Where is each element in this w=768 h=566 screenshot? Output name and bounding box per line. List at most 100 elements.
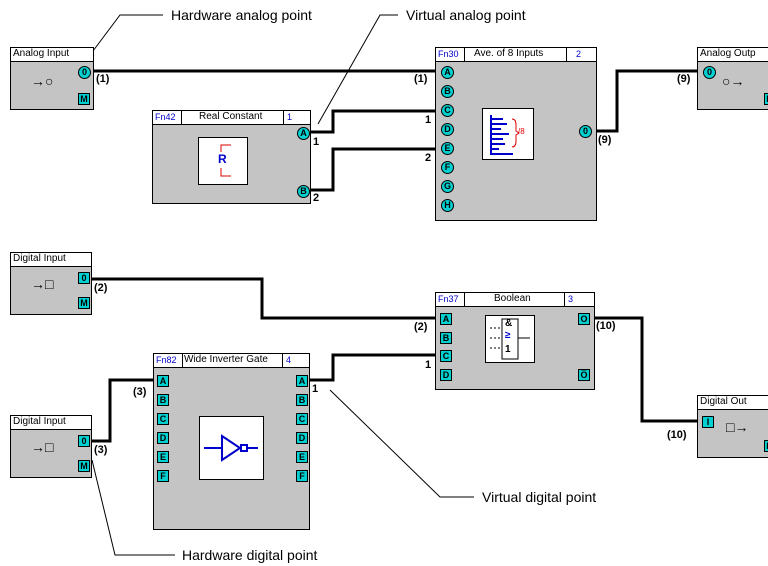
boolean-input-c[interactable]: C	[440, 350, 452, 362]
wire-label-bool-a: (2)	[414, 321, 428, 333]
real-constant-name: Real Constant	[199, 111, 263, 122]
analog-output-port-m[interactable]: M	[764, 93, 768, 105]
digital-input-2-port-0[interactable]: 0	[78, 435, 90, 447]
digital-input-2-title: Digital Input	[11, 416, 91, 430]
boolean-output-o[interactable]: O	[578, 313, 590, 325]
wide-inverter-input-e[interactable]: E	[157, 451, 169, 463]
avg8-input-b[interactable]: B	[441, 85, 454, 98]
boolean-ge-label: ≥	[505, 330, 511, 341]
wide-inverter-output-e[interactable]: E	[296, 451, 308, 463]
wire-label-rc-a: 1	[313, 136, 320, 148]
avg8-input-c[interactable]: C	[441, 104, 454, 117]
analog-input-block[interactable]: Analog Input →○ 0 M	[10, 47, 94, 110]
leader-hw-analog	[83, 14, 163, 64]
boolean-icon: & ≥ 1	[485, 315, 535, 363]
avg8-icon-text: /8	[518, 127, 525, 136]
wide-inverter-icon	[199, 416, 264, 480]
wire-label-do-in: (10)	[667, 429, 687, 441]
wide-inverter-input-c[interactable]: C	[157, 413, 169, 425]
avg8-input-e[interactable]: E	[441, 142, 454, 155]
wire-label-di2-out: (3)	[94, 444, 108, 456]
analog-input-port-0[interactable]: 0	[78, 66, 91, 79]
avg8-block[interactable]: Fn30 Ave. of 8 Inputs 2 A B C D E F G H …	[435, 47, 597, 221]
wide-inverter-name: Wide Inverter Gate	[184, 354, 268, 365]
boolean-input-d[interactable]: D	[440, 369, 452, 381]
wide-inverter-block[interactable]: Fn82 Wide Inverter Gate 4 A B C D E F A …	[153, 353, 310, 530]
wide-inverter-output-f[interactable]: F	[296, 470, 308, 482]
boolean-index: 3	[568, 294, 574, 304]
wire-label-avg-a: (1)	[414, 73, 428, 85]
wire-rc-a-to-avg-c	[309, 109, 436, 134]
digital-input-1-port-0[interactable]: 0	[78, 272, 90, 284]
wire-bool-out-to-do	[593, 316, 698, 423]
digital-input-1-arrow-icon: →□	[31, 276, 54, 292]
avg8-fn: Fn30	[438, 49, 459, 59]
real-constant-port-b[interactable]: B	[297, 185, 310, 198]
analog-output-arrow-icon: ○→	[722, 73, 745, 89]
boolean-input-a[interactable]: A	[440, 313, 452, 325]
boolean-titlebar: Fn37 Boolean 3	[436, 293, 594, 307]
real-constant-letter: R	[218, 152, 227, 166]
analog-input-port-m[interactable]: M	[78, 93, 90, 105]
avg8-input-g[interactable]: G	[441, 180, 454, 193]
wire-label-avg-out: (9)	[598, 134, 612, 146]
wide-inverter-output-b[interactable]: B	[296, 394, 308, 406]
wire-label-wig-out: 1	[312, 383, 319, 395]
digital-output-port-m[interactable]: M	[764, 440, 768, 452]
boolean-name: Boolean	[494, 293, 531, 304]
wide-inverter-input-f[interactable]: F	[157, 470, 169, 482]
avg8-input-a[interactable]: A	[441, 66, 454, 79]
wire-rc-b-to-avg-e	[309, 147, 436, 192]
digital-input-1-block[interactable]: Digital Input →□ 0 M	[10, 252, 92, 315]
boolean-and-label: &	[505, 318, 513, 329]
digital-output-port-i[interactable]: I	[702, 416, 714, 428]
real-constant-icon: R	[198, 137, 248, 185]
wide-inverter-input-b[interactable]: B	[157, 394, 169, 406]
leader-virt-digital	[329, 389, 474, 498]
hw-analog-annotation: Hardware analog point	[171, 7, 312, 23]
avg8-input-h[interactable]: H	[441, 199, 454, 212]
avg8-bars-icon	[490, 115, 520, 155]
digital-output-block[interactable]: Digital Out I □→ M	[697, 395, 768, 458]
boolean-output-o-inverted[interactable]: O̅	[578, 369, 590, 381]
wire-avg-out-to-ao	[595, 69, 698, 133]
real-constant-fn: Fn42	[155, 112, 176, 122]
real-constant-titlebar: Fn42 Real Constant 1	[153, 111, 310, 125]
wire-label-ai-out: (1)	[96, 73, 110, 85]
digital-output-title: Digital Out	[698, 396, 768, 410]
real-constant-block[interactable]: Fn42 Real Constant 1 R A B	[152, 110, 311, 204]
avg8-icon: /8	[482, 108, 534, 160]
boolean-input-b[interactable]: B	[440, 332, 452, 344]
wire-label-bool-c: 1	[425, 359, 432, 371]
boolean-block[interactable]: Fn37 Boolean 3 A B C D & ≥ 1 O O̅	[435, 292, 595, 390]
avg8-input-f[interactable]: F	[441, 161, 454, 174]
digital-input-2-block[interactable]: Digital Input →□ 0 M	[10, 415, 92, 478]
virt-digital-annotation: Virtual digital point	[482, 489, 597, 505]
real-constant-arrows-icon	[220, 144, 231, 177]
wide-inverter-input-a[interactable]: A	[157, 375, 169, 387]
wide-inverter-output-a[interactable]: A	[296, 375, 308, 387]
wire-label-wig-in: (3)	[133, 386, 147, 398]
analog-output-block[interactable]: Analog Outp 0 ○→ M	[697, 47, 768, 110]
wire-di1-to-bool-a	[92, 277, 436, 320]
analog-output-port-0[interactable]: 0	[703, 66, 716, 79]
wide-inverter-input-d[interactable]: D	[157, 432, 169, 444]
avg8-index: 2	[576, 49, 582, 59]
boolean-fn: Fn37	[438, 294, 459, 304]
avg8-output-0[interactable]: 0	[579, 125, 592, 138]
wide-inverter-output-d[interactable]: D	[296, 432, 308, 444]
leader-virt-analog	[317, 14, 398, 125]
avg8-name: Ave. of 8 Inputs	[474, 48, 544, 59]
wide-inverter-titlebar: Fn82 Wide Inverter Gate 4	[154, 354, 309, 368]
wide-inverter-output-c[interactable]: C	[296, 413, 308, 425]
digital-input-2-arrow-icon: →□	[31, 439, 54, 455]
real-constant-port-a[interactable]: A	[297, 127, 310, 140]
digital-input-2-port-m[interactable]: M	[78, 460, 90, 472]
avg8-input-d[interactable]: D	[441, 123, 454, 136]
wire-label-di1-out: (2)	[94, 282, 108, 294]
digital-output-arrow-icon: □→	[726, 419, 749, 435]
digital-input-1-port-m[interactable]: M	[78, 297, 90, 309]
digital-input-1-title: Digital Input	[11, 253, 91, 267]
wire-di2-to-wig-a	[92, 378, 155, 443]
